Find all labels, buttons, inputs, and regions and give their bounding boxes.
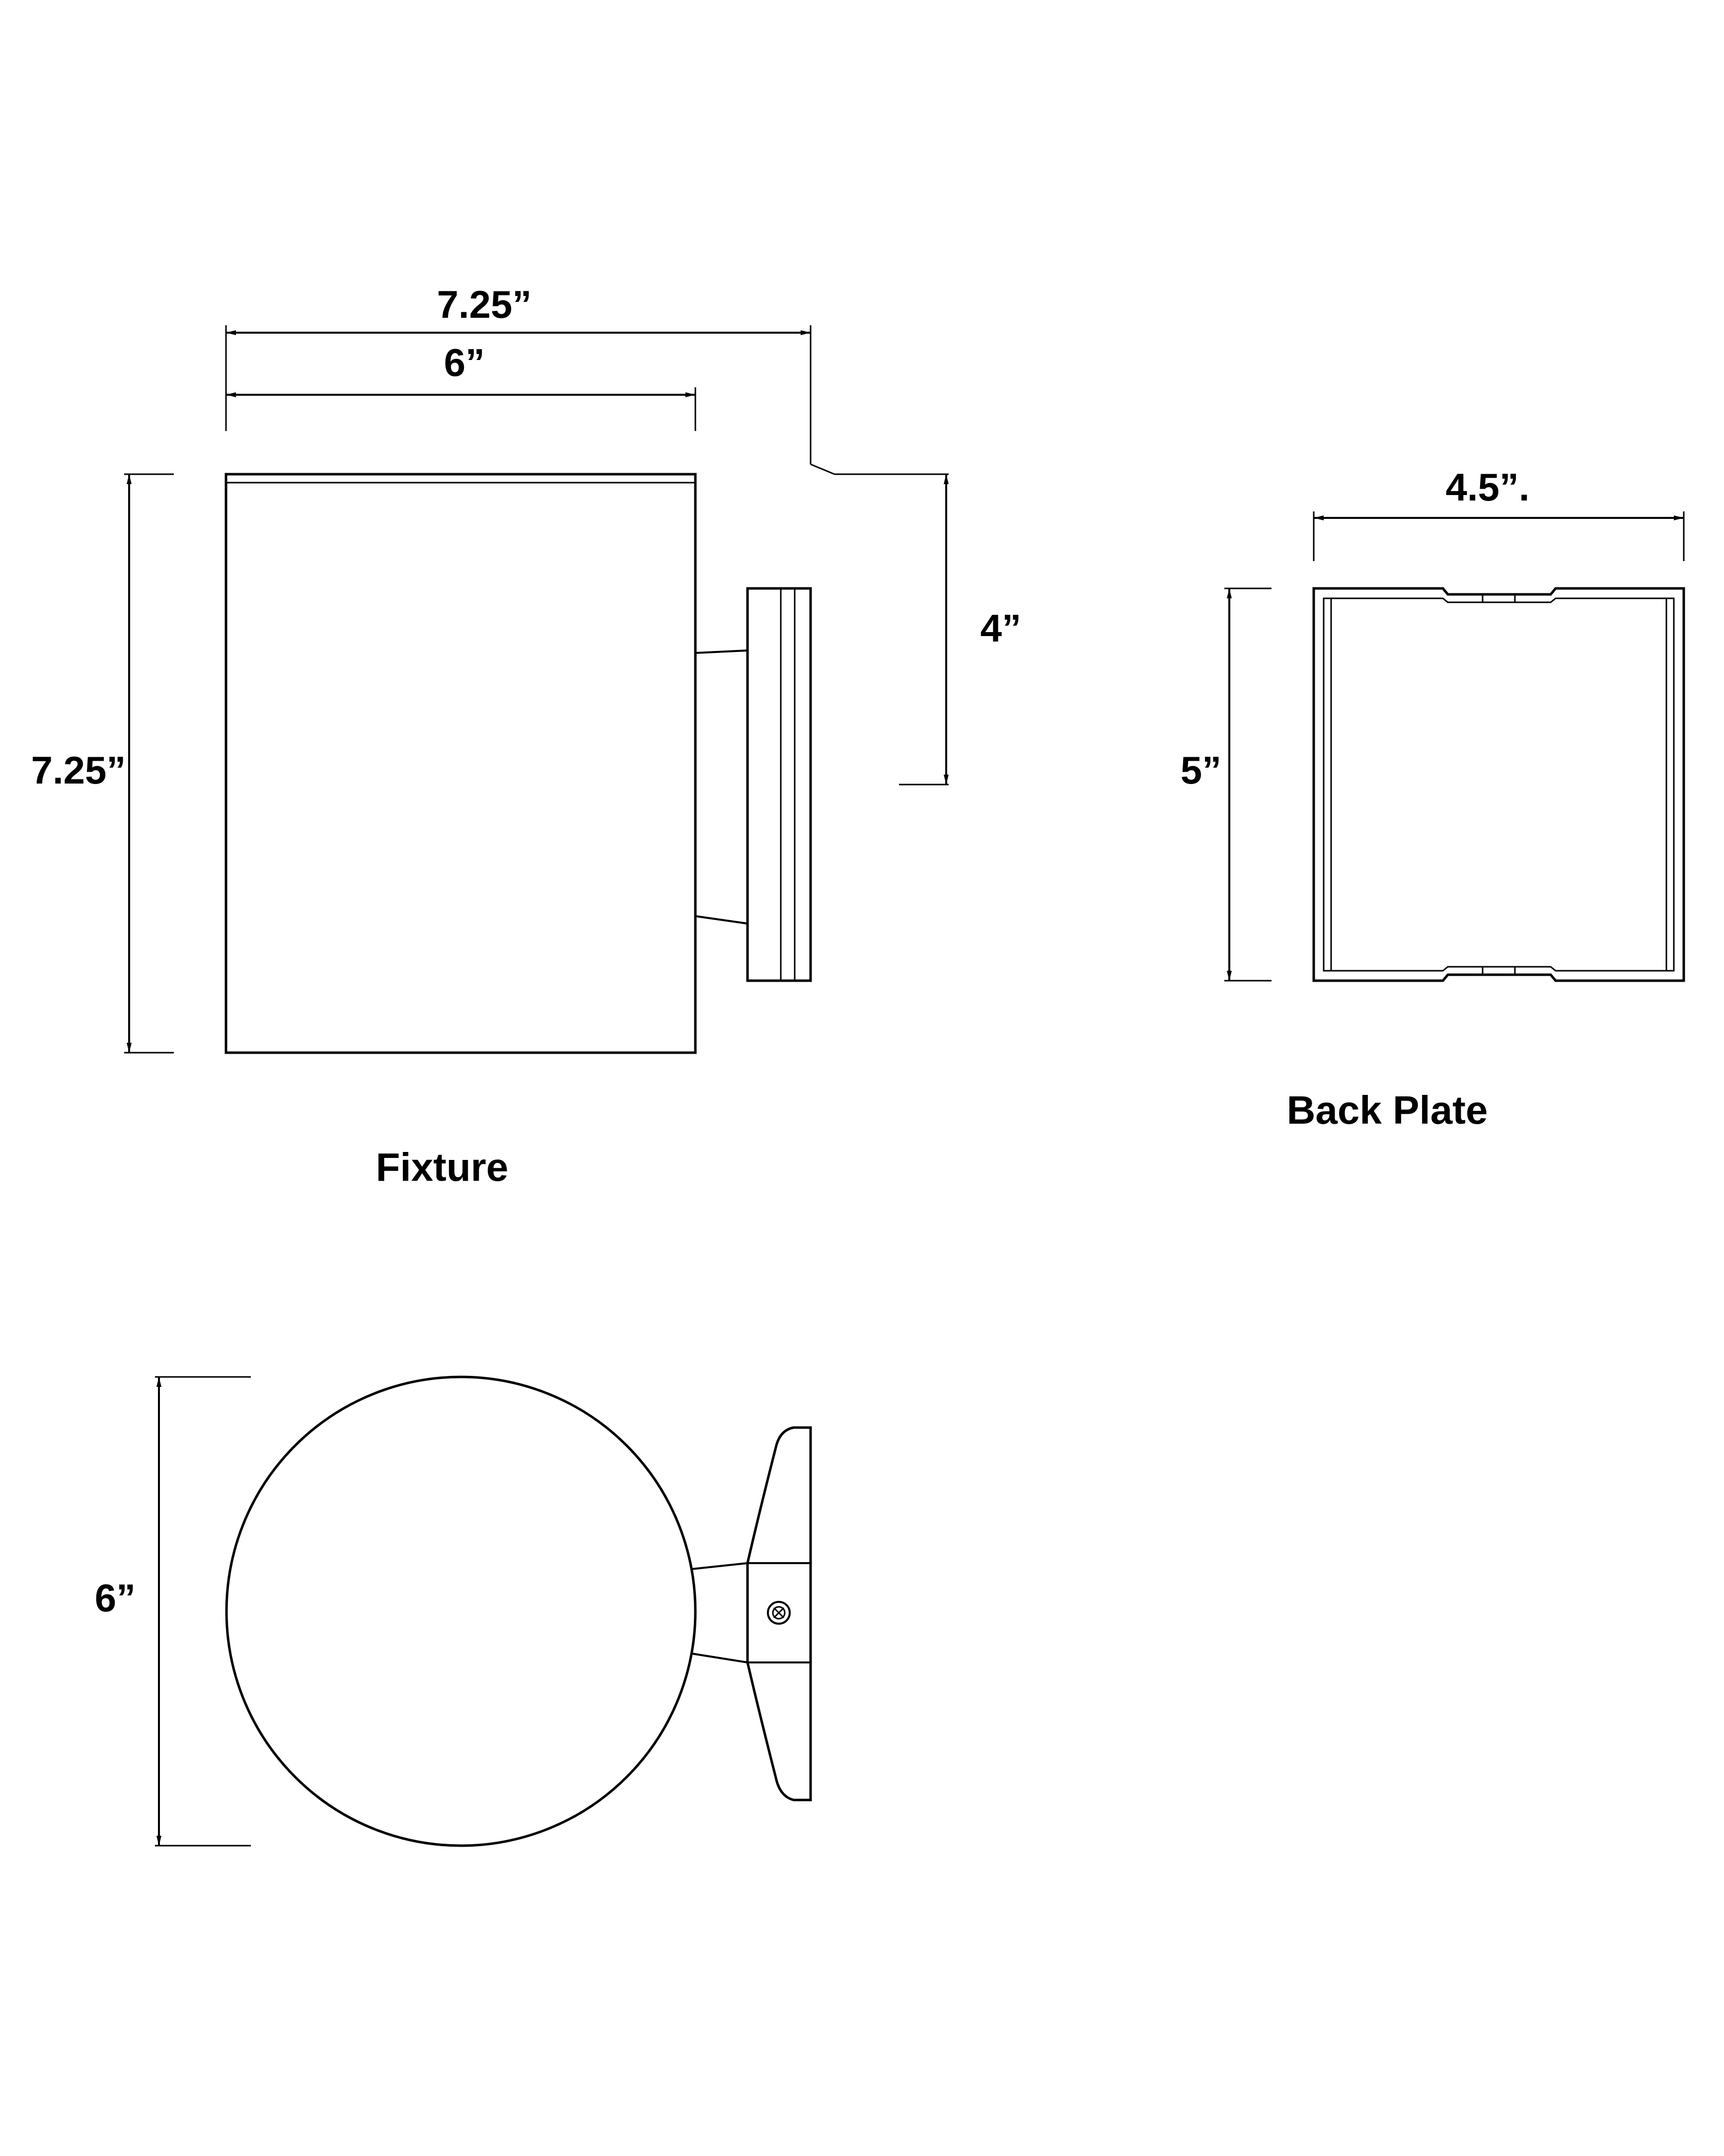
overall-width-dimension: 7.25” bbox=[225, 283, 835, 475]
fixture-body bbox=[225, 473, 697, 1054]
fixture-height-dimension: 7.25” bbox=[31, 473, 174, 1054]
top-view-bracket bbox=[746, 1426, 812, 1801]
back-plate-bottom-tab bbox=[1482, 966, 1516, 976]
top-view-arm bbox=[691, 1562, 812, 1663]
top-view-diameter-label: 6” bbox=[95, 1576, 136, 1620]
screw-icon bbox=[767, 1601, 791, 1625]
fixture-height-label: 7.25” bbox=[31, 748, 126, 792]
fixture-top-view: 6” bbox=[95, 1375, 812, 1847]
back-plate-inner bbox=[1323, 597, 1675, 972]
back-plate-outline bbox=[1312, 587, 1685, 982]
back-plate-view: 4.5”. 5” Back Plate bbox=[1181, 465, 1685, 1132]
back-plate-height-label: 5” bbox=[1181, 748, 1221, 792]
top-view-diameter-dimension: 6” bbox=[95, 1376, 251, 1847]
fixture-top-circle bbox=[225, 1375, 697, 1847]
back-plate-width-dimension: 4.5”. bbox=[1313, 465, 1685, 561]
body-width-dimension: 6” bbox=[226, 341, 696, 431]
fixture-arm bbox=[694, 649, 748, 925]
back-plate-width-label: 4.5”. bbox=[1445, 465, 1529, 509]
backplate-height-dimension: 4” bbox=[834, 473, 1021, 786]
fixture-side-view: 7.25” 6” 7.25” 4” Fixture bbox=[31, 283, 1022, 1189]
fixture-caption: Fixture bbox=[376, 1145, 509, 1189]
body-width-label: 6” bbox=[444, 341, 485, 384]
backplate-height-label: 4” bbox=[980, 606, 1021, 650]
back-plate-height-dimension: 5” bbox=[1181, 587, 1272, 982]
back-plate-top-tab bbox=[1482, 593, 1516, 603]
fixture-backplate-profile bbox=[746, 587, 812, 982]
overall-width-label: 7.25” bbox=[437, 283, 532, 326]
back-plate-caption: Back Plate bbox=[1287, 1088, 1488, 1132]
